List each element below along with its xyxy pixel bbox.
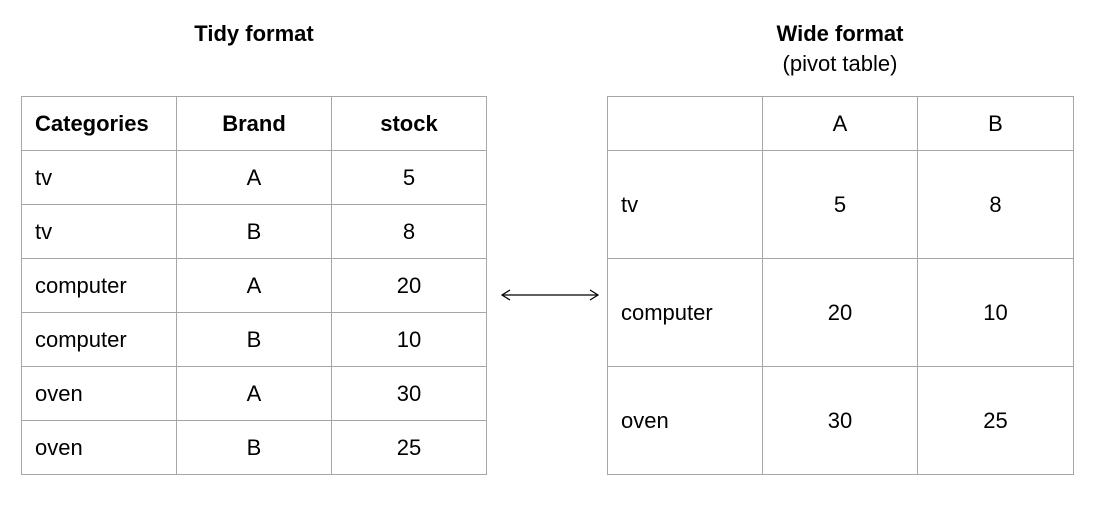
wide-header-row: A B	[607, 96, 1074, 151]
wide-cell-category: oven	[607, 366, 763, 475]
wide-row: oven 30 25	[607, 366, 1074, 475]
tidy-cell-category: computer	[21, 312, 177, 367]
tidy-cell-brand: B	[176, 420, 332, 475]
wide-format-title: Wide format	[776, 21, 904, 46]
tidy-table: Categories Brand stock tv A 5 tv B 8 com…	[21, 96, 487, 475]
wide-table: A B tv 5 8 computer 20 10 oven 30 25	[607, 96, 1074, 475]
wide-cell-a: 5	[762, 150, 918, 259]
tidy-format-title: Tidy format	[194, 21, 314, 46]
tidy-row: computer A 20	[21, 258, 487, 313]
tidy-row: oven A 30	[21, 366, 487, 421]
wide-header-brand-a: A	[762, 96, 918, 151]
tidy-cell-stock: 25	[331, 420, 487, 475]
tidy-cell-category: oven	[21, 420, 177, 475]
wide-row: computer 20 10	[607, 258, 1074, 367]
tidy-cell-stock: 20	[331, 258, 487, 313]
wide-cell-b: 25	[917, 366, 1074, 475]
tidy-cell-category: tv	[21, 150, 177, 205]
wide-cell-b: 8	[917, 150, 1074, 259]
tidy-cell-brand: A	[176, 258, 332, 313]
tidy-header-stock: stock	[331, 96, 487, 151]
tidy-header-categories: Categories	[21, 96, 177, 151]
tidy-cell-brand: B	[176, 204, 332, 259]
tidy-cell-brand: A	[176, 150, 332, 205]
tidy-cell-category: computer	[21, 258, 177, 313]
tidy-row: tv B 8	[21, 204, 487, 259]
tidy-cell-stock: 5	[331, 150, 487, 205]
tidy-cell-category: tv	[21, 204, 177, 259]
tidy-header-row: Categories Brand stock	[21, 96, 487, 151]
wide-cell-b: 10	[917, 258, 1074, 367]
tidy-cell-stock: 8	[331, 204, 487, 259]
wide-cell-category: tv	[607, 150, 763, 259]
double-arrow-icon	[500, 289, 600, 301]
wide-row: tv 5 8	[607, 150, 1074, 259]
tidy-row: oven B 25	[21, 420, 487, 475]
wide-cell-a: 30	[762, 366, 918, 475]
tidy-cell-stock: 30	[331, 366, 487, 421]
tidy-cell-brand: B	[176, 312, 332, 367]
tidy-row: tv A 5	[21, 150, 487, 205]
wide-header-corner	[607, 96, 763, 151]
tidy-header-brand: Brand	[176, 96, 332, 151]
wide-format-subtitle: (pivot table)	[782, 51, 898, 76]
tidy-row: computer B 10	[21, 312, 487, 367]
tidy-cell-brand: A	[176, 366, 332, 421]
wide-cell-category: computer	[607, 258, 763, 367]
tidy-cell-stock: 10	[331, 312, 487, 367]
wide-cell-a: 20	[762, 258, 918, 367]
wide-header-brand-b: B	[917, 96, 1074, 151]
tidy-cell-category: oven	[21, 366, 177, 421]
